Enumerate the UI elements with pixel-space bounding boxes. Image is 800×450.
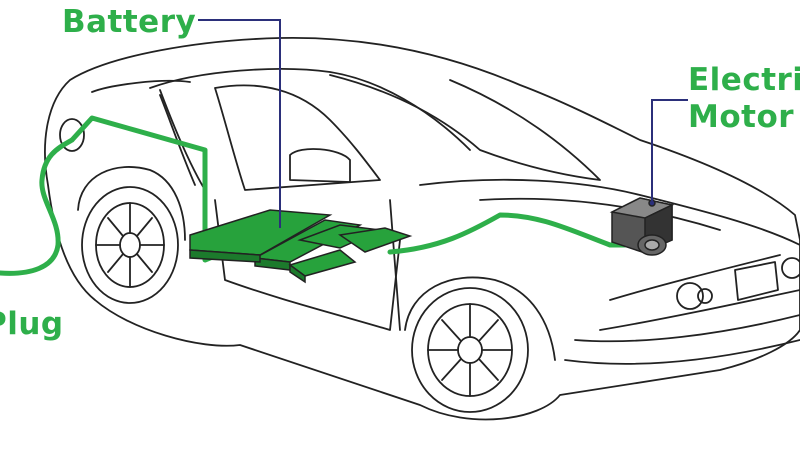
battery-pack [189, 209, 413, 284]
battery-label: Battery [62, 4, 197, 40]
motor-leader-line [651, 99, 688, 205]
car-outline [44, 36, 800, 421]
electric-motor [609, 197, 675, 256]
plug-label: Plug [0, 306, 64, 342]
charging-cable [0, 137, 75, 276]
electric-motor-label: Electric Motor [688, 62, 800, 136]
motor-label-line1: Electric [688, 62, 800, 98]
battery-leader-line [198, 19, 281, 228]
motor-label-line2: Motor [688, 99, 795, 135]
